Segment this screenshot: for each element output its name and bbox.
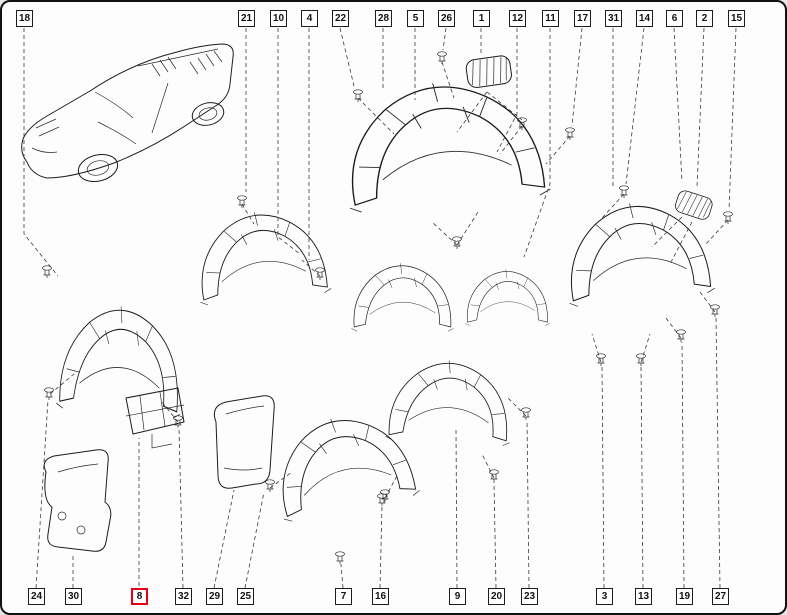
callout-24[interactable]: 24 <box>28 588 45 605</box>
callout-12[interactable]: 12 <box>509 10 526 27</box>
liner-bottom-center <box>265 403 421 524</box>
liner-front-left <box>55 300 187 420</box>
callout-25[interactable]: 25 <box>237 588 254 605</box>
callout-21[interactable]: 21 <box>238 10 255 27</box>
car-illustration <box>21 43 234 183</box>
callout-28[interactable]: 28 <box>375 10 392 27</box>
callout-23[interactable]: 23 <box>521 588 538 605</box>
callout-4[interactable]: 4 <box>301 10 318 27</box>
liner-left-mid <box>191 204 332 307</box>
callout-15[interactable]: 15 <box>728 10 745 27</box>
callout-10[interactable]: 10 <box>270 10 287 27</box>
callout-6[interactable]: 6 <box>666 10 683 27</box>
callout-3[interactable]: 3 <box>596 588 613 605</box>
callout-20[interactable]: 20 <box>488 588 505 605</box>
callout-5[interactable]: 5 <box>407 10 424 27</box>
bracket-part <box>125 387 185 449</box>
liner-mid-bottom <box>385 356 515 447</box>
callout-14[interactable]: 14 <box>636 10 653 27</box>
liner-top-center <box>335 72 552 214</box>
leader-lines-internal <box>49 61 729 499</box>
callout-19[interactable]: 19 <box>676 588 693 605</box>
callout-22[interactable]: 22 <box>332 10 349 27</box>
mud-shield-left <box>43 449 112 552</box>
mud-shield-center <box>213 395 275 489</box>
callout-7[interactable]: 7 <box>335 588 352 605</box>
callout-27[interactable]: 27 <box>712 588 729 605</box>
liner-center-right <box>464 269 551 326</box>
callout-29[interactable]: 29 <box>206 588 223 605</box>
leader-lines-top <box>23 27 737 277</box>
callout-9[interactable]: 9 <box>449 588 466 605</box>
callout-18[interactable]: 18 <box>16 10 33 27</box>
callout-13[interactable]: 13 <box>635 588 652 605</box>
liner-right-rear <box>559 195 716 308</box>
callout-30[interactable]: 30 <box>65 588 82 605</box>
callout-16[interactable]: 16 <box>372 588 389 605</box>
callout-2[interactable]: 2 <box>696 10 713 27</box>
callout-26[interactable]: 26 <box>438 10 455 27</box>
liner-center-small <box>351 262 454 332</box>
callout-31[interactable]: 31 <box>605 10 622 27</box>
grille-right <box>673 188 715 222</box>
fastener-clips <box>42 51 733 565</box>
callout-11[interactable]: 11 <box>542 10 559 27</box>
callout-32[interactable]: 32 <box>175 588 192 605</box>
callout-17[interactable]: 17 <box>574 10 591 27</box>
leader-lines-bottom <box>35 316 721 589</box>
callout-1[interactable]: 1 <box>473 10 490 27</box>
grille-top <box>464 54 514 90</box>
callout-8-highlighted[interactable]: 8 <box>131 588 148 605</box>
